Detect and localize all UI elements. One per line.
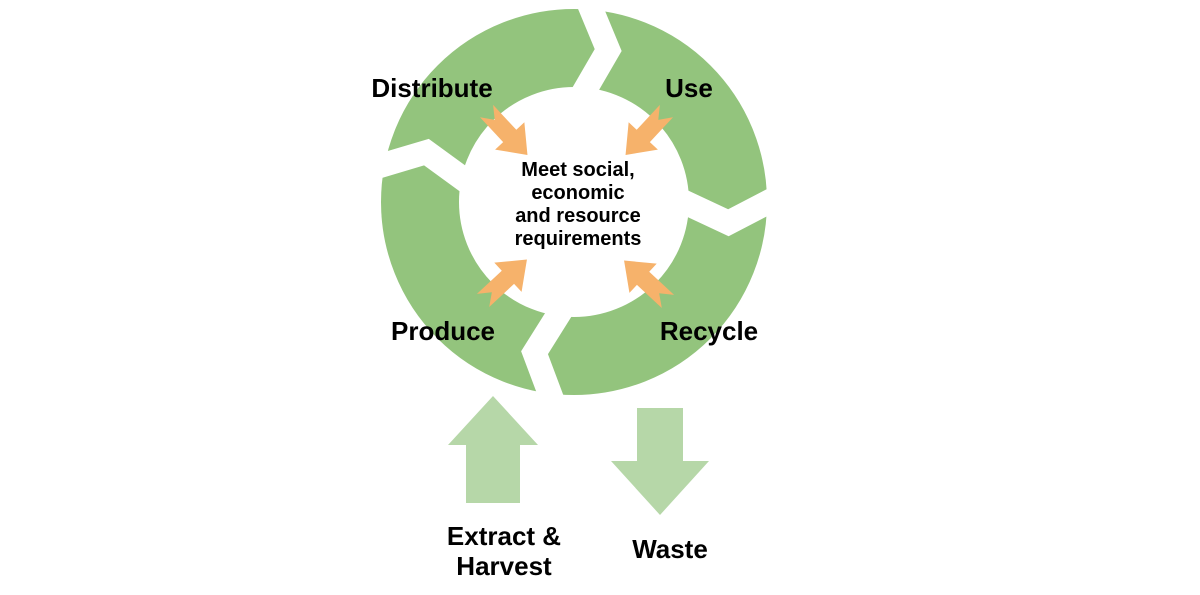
ring-gap-left [372,138,473,198]
inward-arrow-bottom-right-icon [624,260,675,309]
inward-arrow-bottom-left-icon [476,259,527,308]
stage-label-produce: Produce [390,316,496,346]
ring-gap-bottom [521,305,577,405]
cycle-ring [381,9,767,395]
input-up-arrow-icon [448,396,538,503]
inward-arrow-top-left-icon [479,104,528,155]
ring-gap-top [567,0,622,99]
inward-arrow-top-right-icon [625,104,674,155]
output-label-waste: Waste [632,534,708,564]
ring-gap-right [678,184,777,237]
input-label-extract-harvest: Extract & Harvest [446,521,562,581]
stage-label-distribute: Distribute [371,73,493,103]
stage-label-recycle: Recycle [659,316,759,346]
output-down-arrow-icon [611,408,709,515]
stage-label-use: Use [665,73,713,103]
cycle-center-text: Meet social, economic and resource requi… [514,159,642,250]
